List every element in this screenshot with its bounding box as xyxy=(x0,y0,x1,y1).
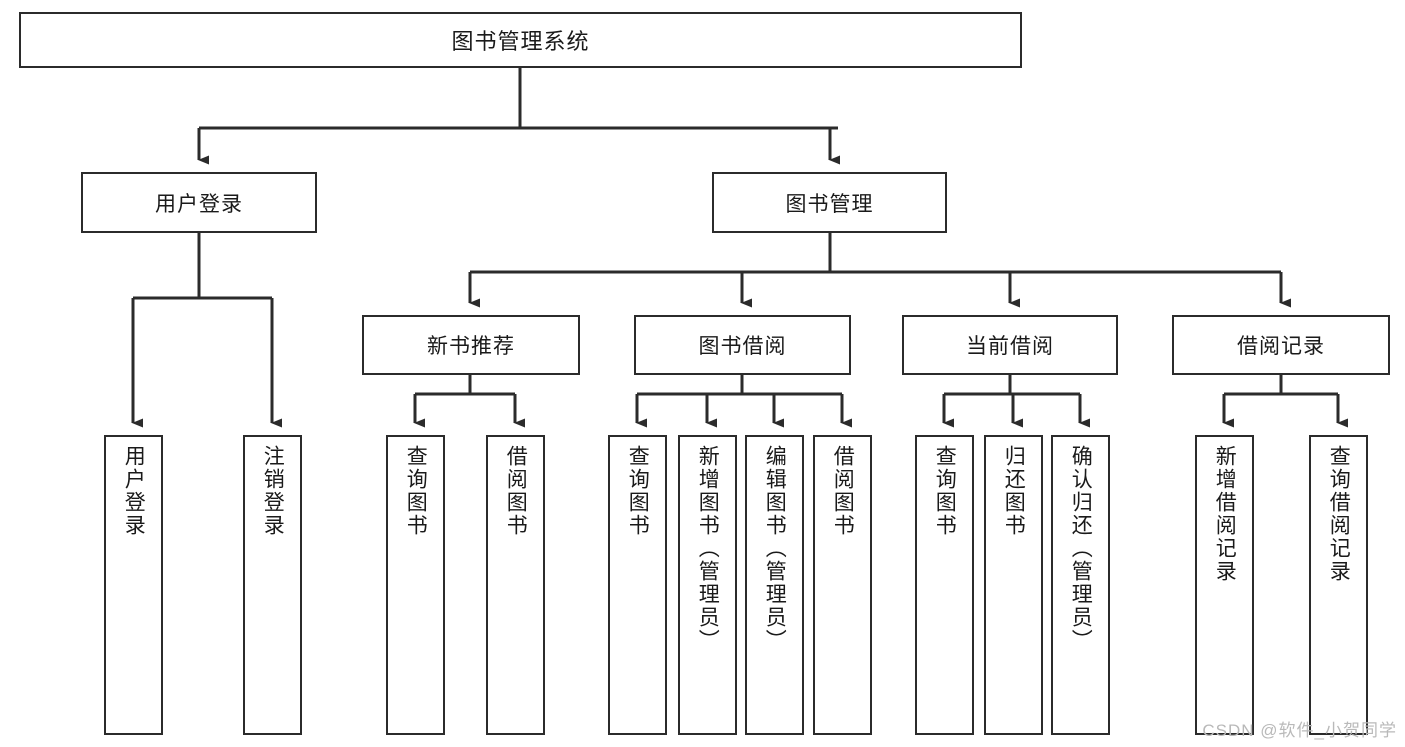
leaf-rec-search-label: 查询借阅记录 xyxy=(1327,445,1351,583)
node-book-manage-label: 图书管理 xyxy=(785,192,874,216)
leaf-rec-query-label: 查询图书 xyxy=(404,445,428,537)
leaf-cur-return-label: 归还图书 xyxy=(1002,445,1026,537)
leaf-borrow-edit-label: 编辑图书（管理员） xyxy=(763,445,787,652)
node-current-borrow[interactable]: 当前借阅 xyxy=(902,315,1118,375)
leaf-borrow-query[interactable]: 查询图书 xyxy=(608,435,667,735)
node-borrow-record[interactable]: 借阅记录 xyxy=(1172,315,1390,375)
leaf-borrow-query-label: 查询图书 xyxy=(626,445,650,537)
leaf-user-logout-label: 注销登录 xyxy=(261,445,285,537)
leaf-borrow-add-label: 新增图书（管理员） xyxy=(696,445,720,652)
node-user-login-label: 用户登录 xyxy=(155,192,243,216)
node-borrow-record-label: 借阅记录 xyxy=(1237,335,1325,358)
leaf-borrow-lend[interactable]: 借阅图书 xyxy=(813,435,872,735)
node-book-manage[interactable]: 图书管理 xyxy=(712,172,947,233)
watermark: CSDN @软件_小贺同学 xyxy=(1202,721,1397,740)
leaf-rec-search[interactable]: 查询借阅记录 xyxy=(1309,435,1368,735)
leaf-user-logout[interactable]: 注销登录 xyxy=(243,435,302,735)
node-book-borrow[interactable]: 图书借阅 xyxy=(634,315,851,375)
node-root[interactable]: 图书管理系统 xyxy=(19,12,1022,68)
leaf-cur-confirm[interactable]: 确认归还（管理员） xyxy=(1051,435,1110,735)
leaf-cur-query-label: 查询图书 xyxy=(933,445,957,537)
leaf-borrow-lend-label: 借阅图书 xyxy=(831,445,855,537)
leaf-user-login[interactable]: 用户登录 xyxy=(104,435,163,735)
leaf-rec-add[interactable]: 新增借阅记录 xyxy=(1195,435,1254,735)
leaf-rec-add-label: 新增借阅记录 xyxy=(1213,445,1237,583)
leaf-rec-borrow-label: 借阅图书 xyxy=(504,445,528,537)
node-user-login[interactable]: 用户登录 xyxy=(81,172,317,233)
leaf-user-login-label: 用户登录 xyxy=(122,445,146,537)
node-new-book-rec-label: 新书推荐 xyxy=(427,335,515,358)
node-book-borrow-label: 图书借阅 xyxy=(698,335,787,358)
node-root-label: 图书管理系统 xyxy=(451,29,590,54)
leaf-borrow-add[interactable]: 新增图书（管理员） xyxy=(678,435,737,735)
leaf-cur-confirm-label: 确认归还（管理员） xyxy=(1069,445,1093,652)
leaf-borrow-edit[interactable]: 编辑图书（管理员） xyxy=(745,435,804,735)
leaf-rec-query[interactable]: 查询图书 xyxy=(386,435,445,735)
leaf-rec-borrow[interactable]: 借阅图书 xyxy=(486,435,545,735)
node-new-book-rec[interactable]: 新书推荐 xyxy=(362,315,580,375)
leaf-cur-query[interactable]: 查询图书 xyxy=(915,435,974,735)
node-current-borrow-label: 当前借阅 xyxy=(966,335,1054,358)
leaf-cur-return[interactable]: 归还图书 xyxy=(984,435,1043,735)
